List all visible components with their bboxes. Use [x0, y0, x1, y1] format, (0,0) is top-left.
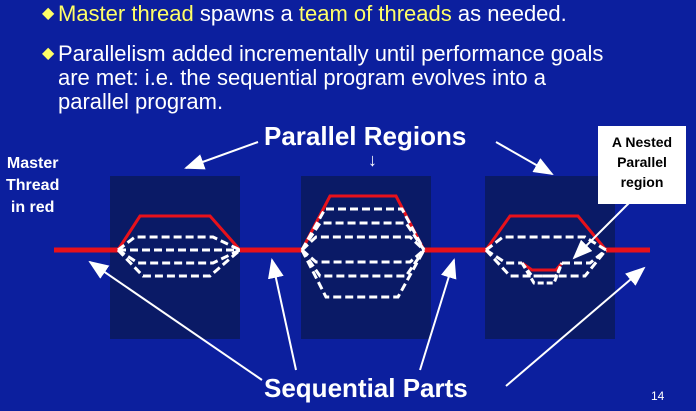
parallel-region-box-2: [301, 176, 431, 339]
arrow: [505, 266, 646, 387]
team-thread: [300, 249, 426, 278]
page-number: 14: [651, 389, 665, 403]
team-thread: [300, 235, 426, 252]
team-thread: [485, 235, 607, 252]
arrow: [419, 258, 457, 371]
bullet-diamond-icon: ◆: [42, 5, 55, 22]
team-thread: [116, 248, 241, 278]
bullet-master-thread: ◆ Master thread spawns a team of threads…: [42, 1, 567, 26]
parallel-region-1: [116, 214, 242, 278]
arrow: [572, 199, 633, 260]
parallel-regions-label: Parallel Regions: [264, 121, 467, 151]
bullet-line: are met: i.e. the sequential program evo…: [58, 65, 546, 90]
arrow: [495, 141, 554, 175]
bullet-line: parallel program.: [58, 89, 224, 114]
arrow: [268, 258, 297, 371]
parallel-region-3: [484, 214, 608, 285]
down-arrow-icon: ↓: [368, 150, 377, 170]
bullet-diamond-icon: ◆: [42, 45, 55, 62]
bullet-parallelism: ◆ Parallelism added incrementally until …: [42, 41, 604, 114]
highlight-master-thread: Master thread: [58, 1, 194, 26]
highlight-team-of-threads: team of threads: [298, 1, 452, 26]
master-thread-path: [116, 214, 242, 251]
nested-team-thread: [520, 262, 564, 285]
team-thread: [300, 221, 426, 251]
team-thread: [301, 248, 425, 264]
team-thread: [485, 248, 522, 265]
team-thread: [300, 249, 426, 299]
parallel-region-box-3: [485, 176, 615, 339]
parallel-region-2: [300, 194, 426, 299]
arrow: [184, 141, 259, 170]
team-thread: [300, 207, 426, 251]
nested-region-label: A Nested Parallel region: [598, 126, 686, 204]
master-thread-label: Master Thread in red: [6, 155, 60, 216]
bullet-text: as needed.: [451, 1, 567, 26]
team-thread: [117, 235, 241, 252]
sequential-parts-label: Sequential Parts: [264, 373, 468, 403]
bullet-text: spawns a: [193, 1, 299, 26]
bullet-line: Parallelism added incrementally until pe…: [58, 41, 604, 66]
team-thread: [117, 248, 241, 265]
master-thread-path: [484, 214, 608, 251]
arrow: [88, 260, 263, 381]
